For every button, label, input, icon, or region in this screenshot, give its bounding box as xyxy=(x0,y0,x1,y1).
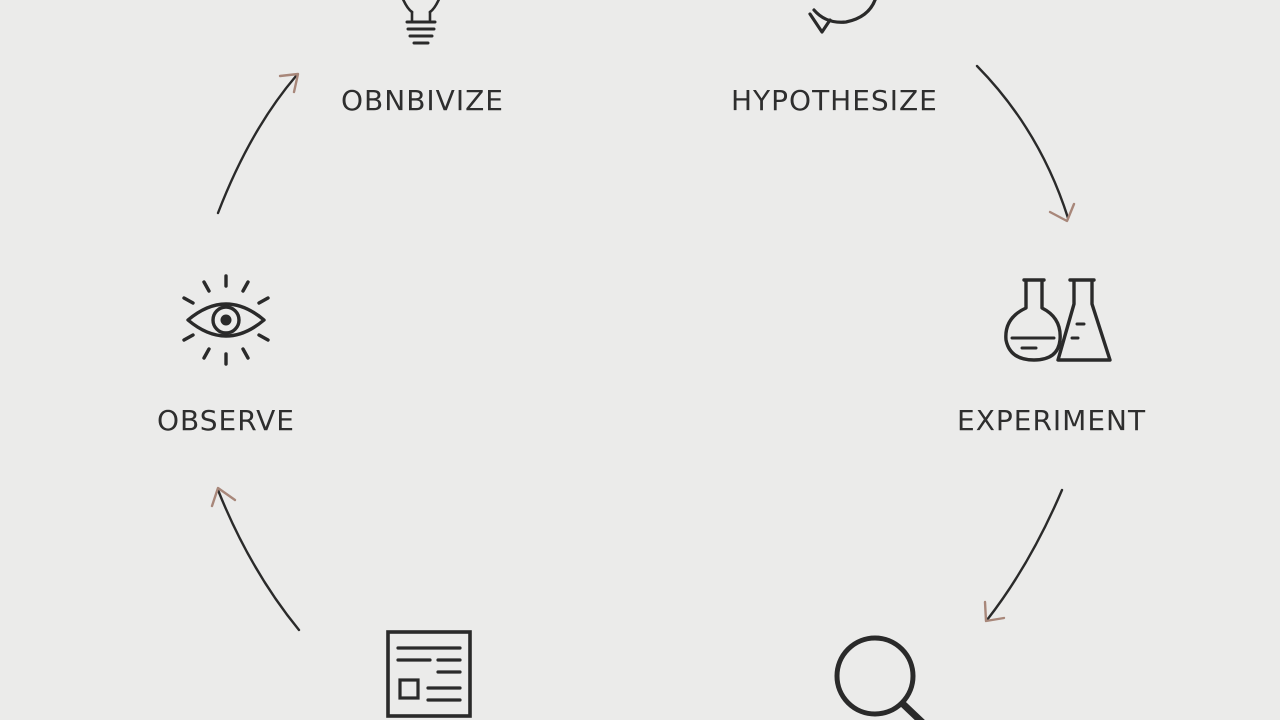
cycle-arrow-icon xyxy=(792,0,888,38)
node-label-top-left: OBNBIVIZE xyxy=(341,84,504,117)
node-label-experiment: EXPERIMENT xyxy=(957,404,1147,437)
flasks-icon xyxy=(998,274,1116,366)
arrow-observe-to-top xyxy=(216,72,300,215)
eye-icon xyxy=(174,270,278,370)
document-icon xyxy=(384,628,474,720)
arrow-hypothesize-to-experiment xyxy=(975,64,1076,223)
node-label-observe: OBSERVE xyxy=(157,404,295,437)
magnifier-icon xyxy=(828,628,928,720)
arrow-report-to-observe xyxy=(210,486,301,632)
lightbulb-icon xyxy=(392,0,450,50)
arrow-experiment-to-analyze xyxy=(983,488,1064,623)
node-label-hypothesize: HYPOTHESIZE xyxy=(731,84,938,117)
